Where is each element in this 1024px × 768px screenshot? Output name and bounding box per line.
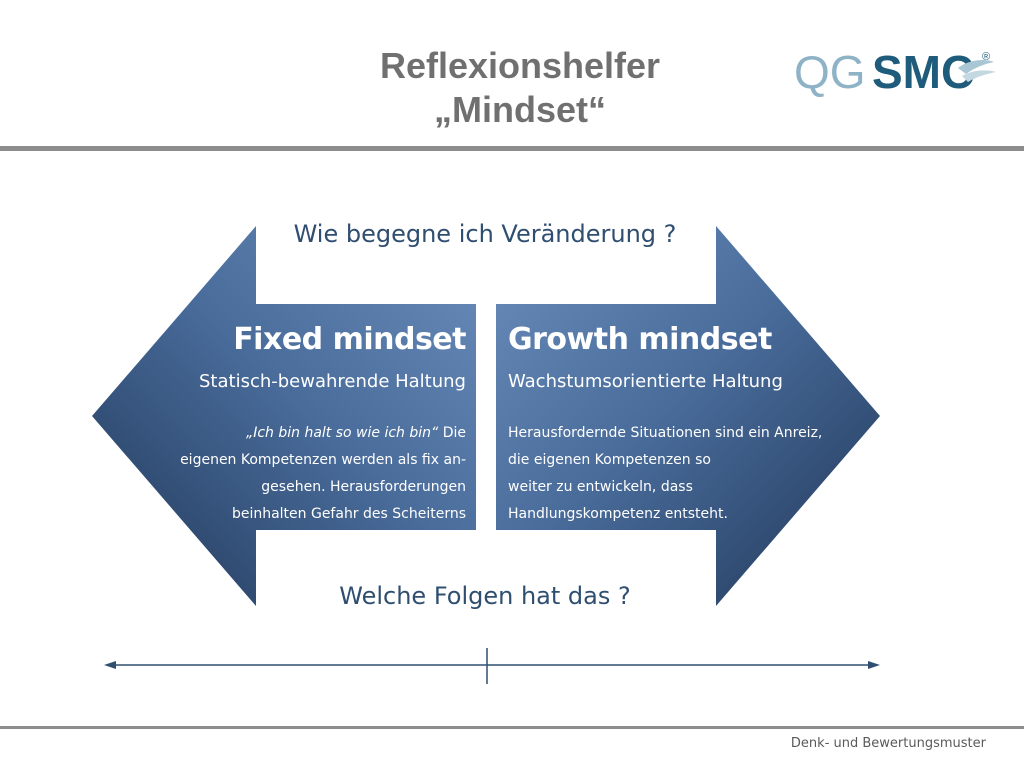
question-top: Wie begegne ich Veränderung ? [293,220,677,248]
footer-divider [0,726,1024,729]
logo-text-smc: SMC [872,46,974,98]
fixed-mindset-arrow [92,226,476,606]
fixed-mindset-quote: „Ich bin halt so wie ich bin“ [245,425,439,441]
slide-title: Reflexionshelfer „Mindset“ [300,44,740,132]
fixed-description-line-1: „Ich bin halt so wie ich bin“ Die [150,420,466,447]
scale-arrowhead-left-icon [104,661,116,669]
logo-wing-icon-lower [962,70,996,82]
fixed-mindset-description: „Ich bin halt so wie ich bin“ Die eigene… [150,420,466,528]
growth-description-line-2: die eigenen Kompetenzen so [508,452,711,468]
fixed-description-line-4: beinhalten Gefahr des Scheiterns [231,506,466,522]
fixed-description-line-2: eigenen Kompetenzen werden als fix an- [180,452,466,468]
question-bottom: Welche Folgen hat das ? [339,582,631,610]
logo-registered-mark: ® [982,51,990,63]
fixed-mindset-subheading: Statisch-bewahrende Haltung [199,371,466,392]
footer-text: Denk- und Bewertungsmuster [790,736,986,751]
fixed-description-line-3: gesehen. Herausforderungen [261,479,466,495]
fixed-mindset-heading: Fixed mindset [233,322,466,357]
slide-title-line-2: „Mindset“ [433,89,606,130]
fixed-description-line-1-rest: Die [438,425,466,441]
slide-title-line-1: Reflexionshelfer [379,45,661,86]
growth-mindset-subheading: Wachstumsorientierte Haltung [508,371,783,392]
growth-description-line-3: weiter zu entwickeln, dass [508,479,693,495]
company-logo: QG SMC ® [794,46,996,98]
growth-mindset-heading: Growth mindset [508,322,772,357]
scale-arrowhead-right-icon [868,661,880,669]
header-divider [0,146,1024,151]
growth-mindset-arrow [496,226,880,606]
growth-description-line-4: Handlungskompetenz entsteht. [508,506,728,522]
growth-description-line-1: Herausfordernde Situationen sind ein Anr… [508,425,823,441]
logo-wing-icon [958,60,994,74]
logo-text-qg: QG [794,46,866,98]
growth-mindset-description: Herausfordernde Situationen sind ein Anr… [508,420,848,528]
